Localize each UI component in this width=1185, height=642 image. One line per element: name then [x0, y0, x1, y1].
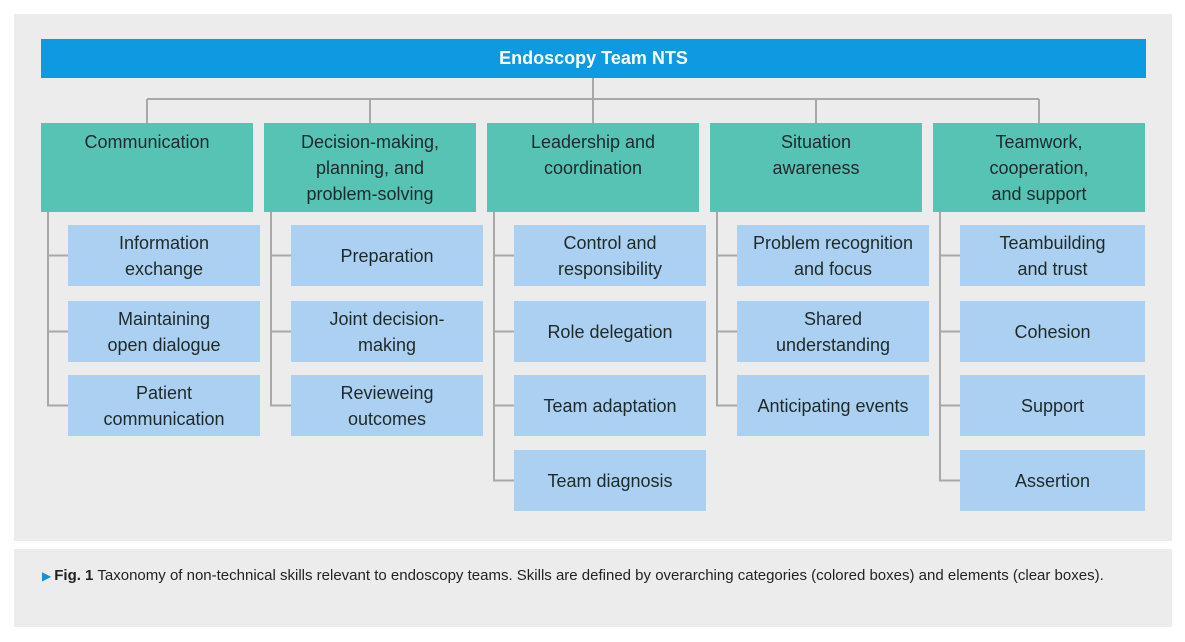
element-label: Anticipating events [757, 395, 909, 416]
element-box: Role delegation [514, 301, 706, 362]
category-box: Situation awareness [710, 123, 922, 212]
element-box: Problem recognition and focus [737, 225, 929, 286]
category-label: Decision-making, planning, and problem-s… [300, 132, 440, 204]
element-label: Cohesion [1014, 321, 1091, 342]
element-box: Revieweing outcomes [291, 375, 483, 436]
element-label: Team adaptation [543, 395, 677, 416]
category-box: Decision-making, planning, and problem-s… [264, 123, 476, 212]
element-box: Team diagnosis [514, 450, 706, 511]
element-label: Assertion [1014, 470, 1091, 491]
category-label: Situation awareness [772, 132, 860, 178]
element-label: Joint decision- making [329, 308, 445, 355]
element-box: Anticipating events [737, 375, 929, 436]
element-label: Problem recognition and focus [752, 232, 914, 279]
element-box: Teambuilding and trust [960, 225, 1145, 286]
category-box: Teamwork, cooperation, and support [933, 123, 1145, 212]
category-box: Leadership and coordination [487, 123, 699, 212]
element-box: Team adaptation [514, 375, 706, 436]
element-label: Support [1020, 395, 1085, 416]
element-label: Preparation [340, 245, 434, 266]
element-label: Maintaining open dialogue [107, 308, 221, 355]
element-label: Revieweing outcomes [340, 382, 434, 429]
category-label: Teamwork, cooperation, and support [989, 132, 1089, 204]
category-label: Communication [84, 132, 210, 152]
caption-label: Fig. 1 [54, 567, 94, 584]
connector-lines [47, 78, 1040, 482]
element-label: Control and responsibility [557, 232, 663, 279]
element-box: Assertion [960, 450, 1145, 511]
element-label: Role delegation [547, 321, 673, 342]
element-box: Patient communication [68, 375, 260, 436]
element-label: Teambuilding and trust [999, 232, 1106, 279]
element-label: Team diagnosis [547, 470, 673, 491]
element-label: Information exchange [118, 232, 210, 279]
element-box: Cohesion [960, 301, 1145, 362]
element-label: Shared understanding [775, 308, 891, 355]
element-box: Information exchange [68, 225, 260, 286]
caption-body: Taxonomy of non-technical skills relevan… [97, 567, 1104, 584]
element-box: Preparation [291, 225, 483, 286]
element-box: Support [960, 375, 1145, 436]
element-box: Joint decision- making [291, 301, 483, 362]
category-label: Leadership and coordination [530, 132, 656, 178]
element-label: Patient communication [103, 382, 225, 429]
category-box: Communication [41, 123, 253, 212]
diagram-title: Endoscopy Team NTS [41, 39, 1146, 78]
element-box: Control and responsibility [514, 225, 706, 286]
caption-arrow-icon: ▶ [42, 569, 52, 583]
element-box: Maintaining open dialogue [68, 301, 260, 362]
element-box: Shared understanding [737, 301, 929, 362]
